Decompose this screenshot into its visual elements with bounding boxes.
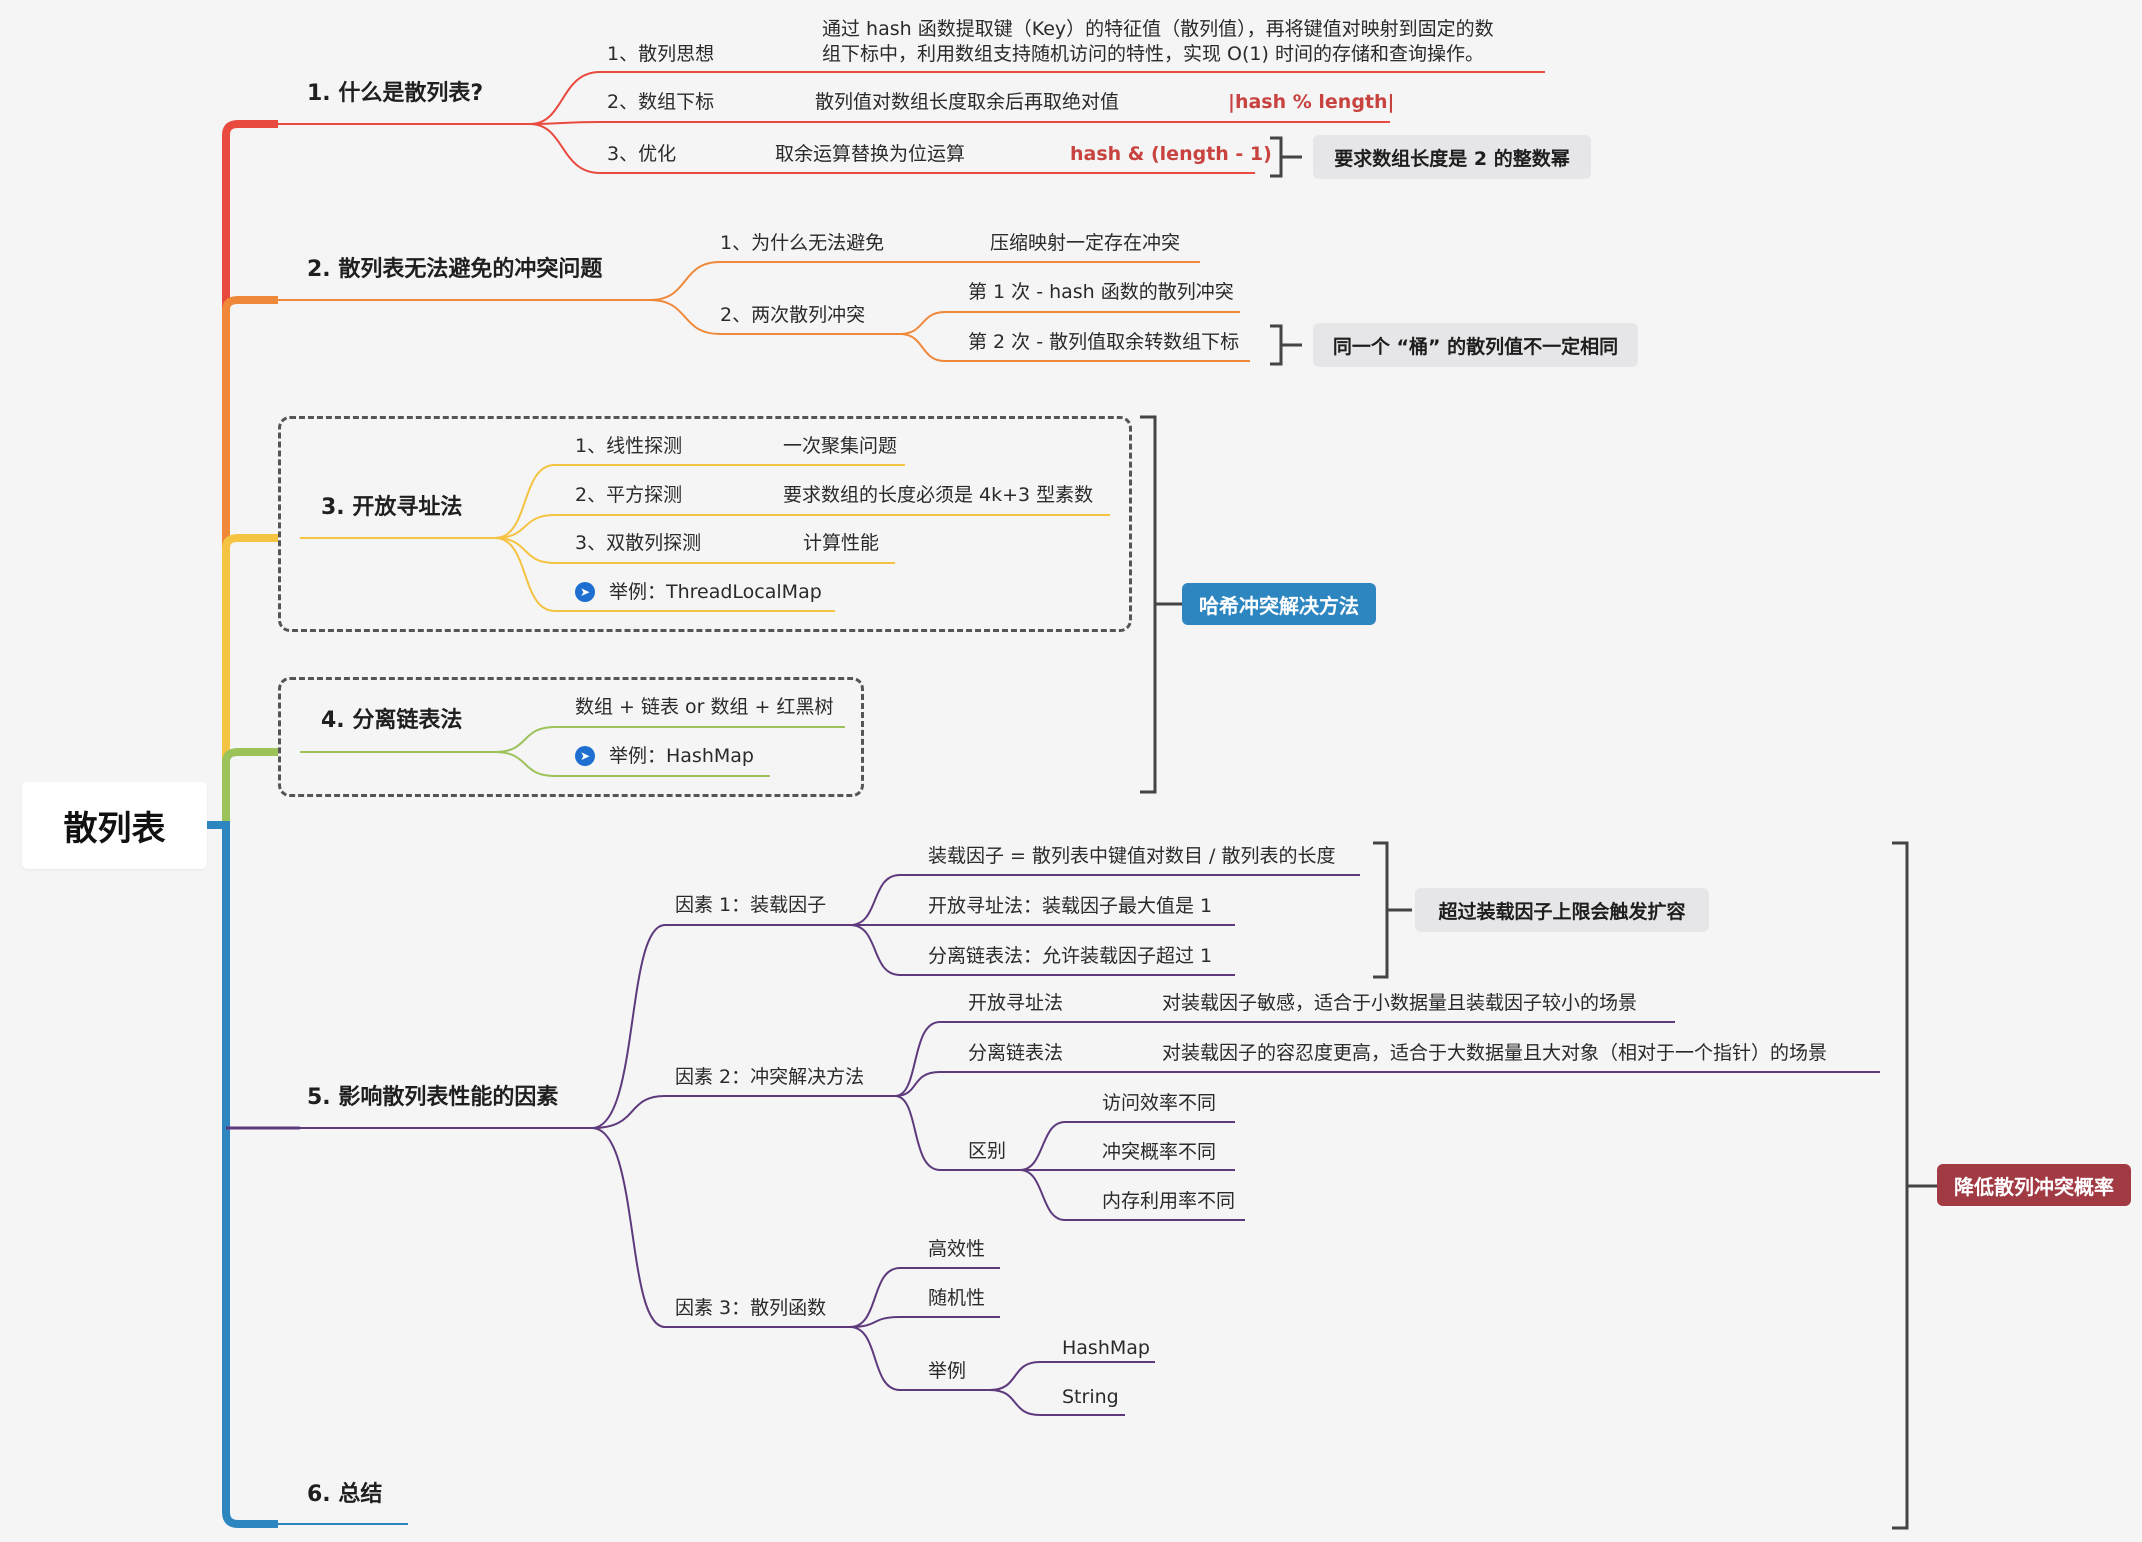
b3-quadratic-probing: 2、平方探测 [575,484,683,506]
b5-load-chaining: 分离链表法：允许装载因子超过 1 [928,945,1213,967]
branch5-lines [300,874,1880,1416]
trunk-orange [222,296,278,825]
b2-bucket-callout: 同一个 “桶” 的散列值不一定相同 [1313,323,1638,367]
b5-load-definition: 装载因子 = 散列表中键值对数目 / 散列表的长度 [928,845,1336,867]
bird-icon: ➤ [575,746,595,766]
branch3-lines [300,464,1110,612]
b3-example: 举例：ThreadLocalMap [609,581,822,603]
branch1-lines [278,71,1545,174]
b4-example: 举例：HashMap [609,745,754,767]
b5-factor-load: 因素 1：装载因子 [675,894,827,916]
b5-open-addressing: 开放寻址法 [968,992,1064,1014]
branch2-lines [278,261,1250,362]
b1-hash-idea-note-1: 通过 hash 函数提取键（Key）的特征值（散列值），再将键值对映射到固定的数 [822,18,1494,40]
trunk-green [222,748,278,825]
trunk-blue [207,821,278,1528]
bird-icon: ➤ [575,582,595,602]
branch4-lines [300,726,845,777]
b1-array-index-formula: |hash % length| [1228,91,1395,113]
b3-quadratic-probing-note: 要求数组的长度必须是 4k+3 型素数 [783,484,1094,506]
branch6-title: 6. 总结 [307,1482,383,1507]
b1-optimize-formula: hash & (length - 1) [1070,143,1272,165]
b5-factor-hash-function: 因素 3：散列函数 [675,1297,827,1319]
branch2-title: 2. 散列表无法避免的冲突问题 [307,257,603,282]
separate-chaining-group-box [278,677,864,797]
trunk-red [222,120,278,825]
b5-difference: 区别 [968,1140,1007,1162]
b2-why-unavoidable-note: 压缩映射一定存在冲突 [990,232,1181,254]
b1-array-index-note: 散列值对数组长度取余后再取绝对值 [815,91,1120,113]
root-node: 散列表 [22,782,207,869]
b2-second-collision: 第 2 次 - 散列值取余转数组下标 [968,331,1240,353]
b5-example: 举例 [928,1360,967,1382]
b5-factor-collision: 因素 2：冲突解决方法 [675,1066,865,1088]
b5-diff-collision: 冲突概率不同 [1102,1141,1217,1163]
branch3-title: 3. 开放寻址法 [321,495,463,520]
b1-optimize: 3、优化 [607,143,677,165]
reduce-collision-badge: 降低散列冲突概率 [1937,1164,2131,1206]
b5-open-addressing-note: 对装载因子敏感，适合于小数据量且装载因子较小的场景 [1162,992,1638,1014]
b5-diff-memory: 内存利用率不同 [1102,1190,1236,1212]
b5-resize-callout: 超过装载因子上限会触发扩容 [1415,888,1709,932]
b5-randomness: 随机性 [928,1287,986,1309]
hash-collision-methods-badge: 哈希冲突解决方法 [1182,583,1376,625]
b5-load-open-addressing: 开放寻址法：装载因子最大值是 1 [928,895,1213,917]
b5-efficiency: 高效性 [928,1238,986,1260]
b1-power-of-two-callout: 要求数组长度是 2 的整数幂 [1313,135,1591,179]
brackets [1140,136,1937,1530]
b5-diff-access: 访问效率不同 [1102,1092,1217,1114]
b3-linear-probing-note: 一次聚集问题 [783,435,898,457]
b3-double-hashing-note: 计算性能 [803,532,880,554]
b2-two-collisions: 2、两次散列冲突 [720,304,866,326]
b1-array-index: 2、数组下标 [607,91,715,113]
b1-hash-idea-note-2: 组下标中，利用数组支持随机访问的特性，实现 O(1) 时间的存储和查询操作。 [822,43,1484,65]
b3-linear-probing: 1、线性探测 [575,435,683,457]
b5-chaining: 分离链表法 [968,1042,1064,1064]
b5-example-string: String [1062,1386,1119,1408]
open-addressing-group-box [278,416,1132,632]
b2-why-unavoidable: 1、为什么无法避免 [720,232,885,254]
b4-structure: 数组 + 链表 or 数组 + 红黑树 [575,696,834,718]
b1-hash-idea: 1、散列思想 [607,43,715,65]
branch5-title: 5. 影响散列表性能的因素 [307,1085,559,1110]
b5-example-hashmap: HashMap [1062,1337,1150,1359]
b2-first-collision: 第 1 次 - hash 函数的散列冲突 [968,281,1234,303]
trunk-yellow [222,534,278,825]
b3-double-hashing: 3、双散列探测 [575,532,702,554]
b5-chaining-note: 对装载因子的容忍度更高，适合于大数据量且大对象（相对于一个指针）的场景 [1162,1042,1828,1064]
branch1-title: 1. 什么是散列表? [307,81,484,106]
branch4-title: 4. 分离链表法 [321,708,463,733]
b1-optimize-note: 取余运算替换为位运算 [775,143,966,165]
